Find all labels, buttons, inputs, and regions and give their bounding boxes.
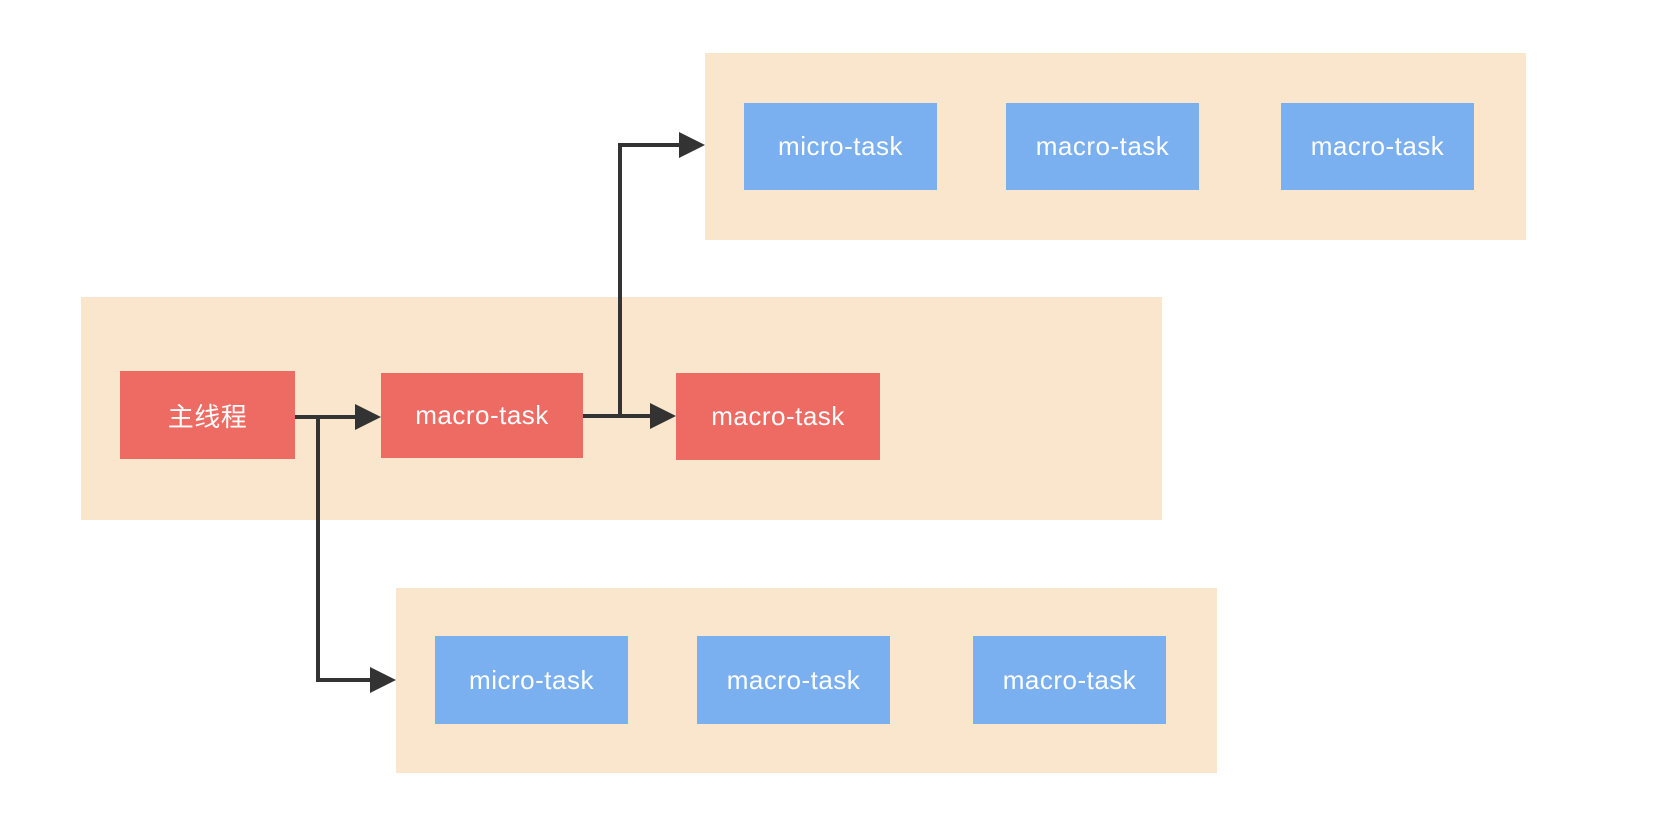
task-label: macro-task bbox=[711, 401, 845, 431]
top-queue-micro-task-box: micro-task bbox=[744, 103, 937, 190]
arrow-head bbox=[679, 132, 705, 158]
bottom-queue-macro-task-box-2: macro-task bbox=[973, 636, 1166, 724]
task-label: macro-task bbox=[726, 664, 861, 695]
task-label: micro-task bbox=[778, 131, 903, 161]
task-label: macro-task bbox=[415, 400, 549, 430]
task-label: macro-task bbox=[1310, 131, 1445, 161]
top-queue-macro-task-box-1: macro-task bbox=[1006, 103, 1199, 190]
arrow-head bbox=[370, 667, 396, 693]
main-row-macro-task-box-1: macro-task bbox=[381, 373, 583, 458]
main-row-macro-task-box-2: macro-task bbox=[676, 373, 880, 460]
task-label: 主线程 bbox=[167, 401, 248, 432]
bottom-queue-micro-task-box: micro-task bbox=[435, 636, 628, 724]
task-label: micro-task bbox=[469, 664, 594, 695]
top-queue-macro-task-box-2: macro-task bbox=[1281, 103, 1474, 190]
bottom-queue-macro-task-box-1: macro-task bbox=[697, 636, 890, 724]
main-thread-box: 主线程 bbox=[120, 371, 295, 459]
task-label: macro-task bbox=[1035, 131, 1170, 161]
task-label: macro-task bbox=[1002, 664, 1137, 695]
